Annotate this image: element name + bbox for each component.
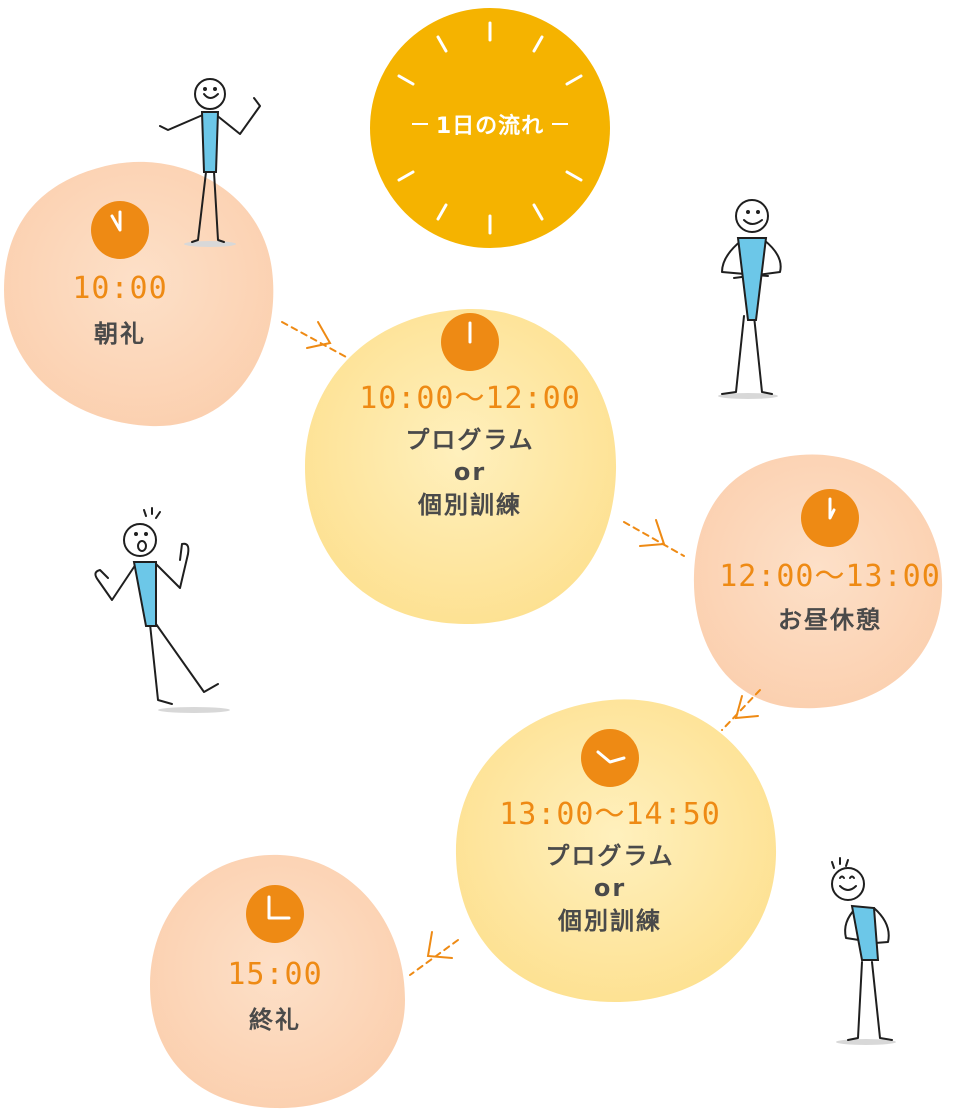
step-4-time: 13:00～14:50 <box>499 797 721 832</box>
step-2-label-2: or <box>453 458 487 487</box>
step-4-label-2: or <box>593 874 627 903</box>
arrowhead-1-2 <box>306 321 332 349</box>
step-1-label: 朝礼 <box>94 320 146 348</box>
title-circle <box>370 8 610 248</box>
step-1-time: 10:00 <box>72 271 168 306</box>
step-3: 12:00～13:00 お昼休憩 <box>700 488 960 636</box>
clock-icon <box>581 729 639 787</box>
step-2: 10:00～12:00 プログラム or 個別訓練 <box>330 312 610 521</box>
arrowhead-4-5 <box>426 931 453 959</box>
step-4-label-3: 個別訓練 <box>558 906 662 935</box>
clock-icon <box>246 885 304 943</box>
step-2-time: 10:00～12:00 <box>359 381 581 416</box>
stick-figure-illustration <box>159 78 261 247</box>
step-1: 10:00 朝礼 <box>55 200 185 350</box>
title-dash-left <box>411 123 428 125</box>
step-3-time: 12:00～13:00 <box>719 559 941 594</box>
stick-figure-illustration <box>94 507 230 713</box>
arrowhead-2-3 <box>639 519 666 547</box>
title-block: 1日の流れ <box>370 18 610 238</box>
stick-figure-illustration <box>831 857 896 1045</box>
step-5-time: 15:00 <box>227 957 323 992</box>
arrow-2-3 <box>623 521 685 557</box>
step-4-blob <box>455 699 777 1003</box>
step-3-label: お昼休憩 <box>778 606 882 634</box>
clock-icon <box>441 313 499 371</box>
step-1-blob <box>4 161 274 427</box>
step-5-label: 終礼 <box>249 1006 301 1034</box>
step-4-label-1: プログラム <box>545 842 675 870</box>
step-3-blob <box>693 454 943 709</box>
step-4: 13:00～14:50 プログラム or 個別訓練 <box>470 728 750 937</box>
step-2-blob <box>304 309 617 625</box>
arrow-3-4 <box>721 689 761 731</box>
stick-figure-illustration <box>718 199 782 399</box>
arrow-1-2 <box>281 321 349 359</box>
page-title: 1日の流れ <box>435 114 545 139</box>
title-dash-right <box>552 123 569 125</box>
arrow-4-5 <box>409 939 459 976</box>
step-2-label-1: プログラム <box>405 426 535 454</box>
clock-icon <box>801 489 859 547</box>
step-2-label-3: 個別訓練 <box>418 490 522 519</box>
step-5-blob <box>150 854 405 1109</box>
arrowhead-3-4 <box>734 695 759 720</box>
title-text-row: 1日の流れ <box>370 18 610 230</box>
step-5: 15:00 終礼 <box>210 884 340 1036</box>
clock-icon <box>91 201 149 259</box>
